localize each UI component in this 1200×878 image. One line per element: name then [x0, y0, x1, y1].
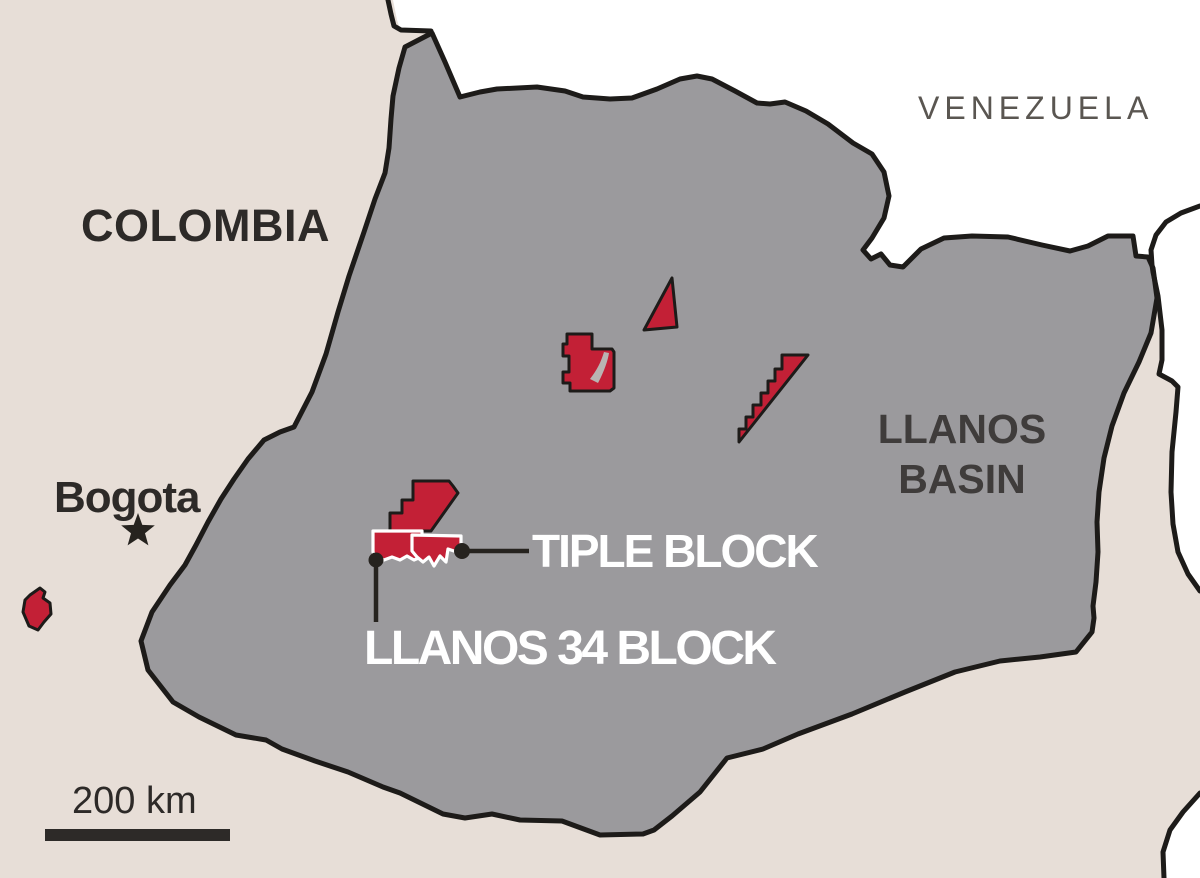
scale-bar-label: 200 km	[72, 780, 197, 822]
llanos-basin-label: LLANOS BASIN	[852, 404, 1072, 504]
block-boot	[561, 332, 616, 393]
llanos-basin-label-line2: BASIN	[898, 456, 1026, 502]
block-west-blob	[21, 586, 53, 632]
bogota-star-icon	[121, 513, 155, 546]
venezuela-label: VENEZUELA	[918, 90, 1154, 126]
border-line-north	[385, 0, 434, 34]
venezuela-southeast-wedge	[1163, 793, 1200, 878]
bogota-label: Bogota	[54, 473, 201, 522]
venezuela-region	[393, 0, 1200, 592]
llanos-basin-region	[138, 30, 1160, 838]
llanos-basin-label-line1: LLANOS	[877, 406, 1047, 452]
llanos34-leader-dot	[368, 552, 384, 568]
tiple-leader-dot	[454, 543, 470, 559]
colombia-label: COLOMBIA	[81, 200, 330, 251]
block-stairs-east	[737, 353, 810, 444]
border-line-east	[1148, 203, 1200, 594]
scale-bar	[45, 829, 230, 841]
block-triangle	[642, 276, 679, 332]
llanos34-block-label: LLANOS 34 BLOCK	[364, 622, 777, 675]
border-line-southeast	[1160, 790, 1200, 878]
block-boot-notch	[590, 352, 609, 383]
tiple-block-label: TIPLE BLOCK	[532, 525, 819, 577]
